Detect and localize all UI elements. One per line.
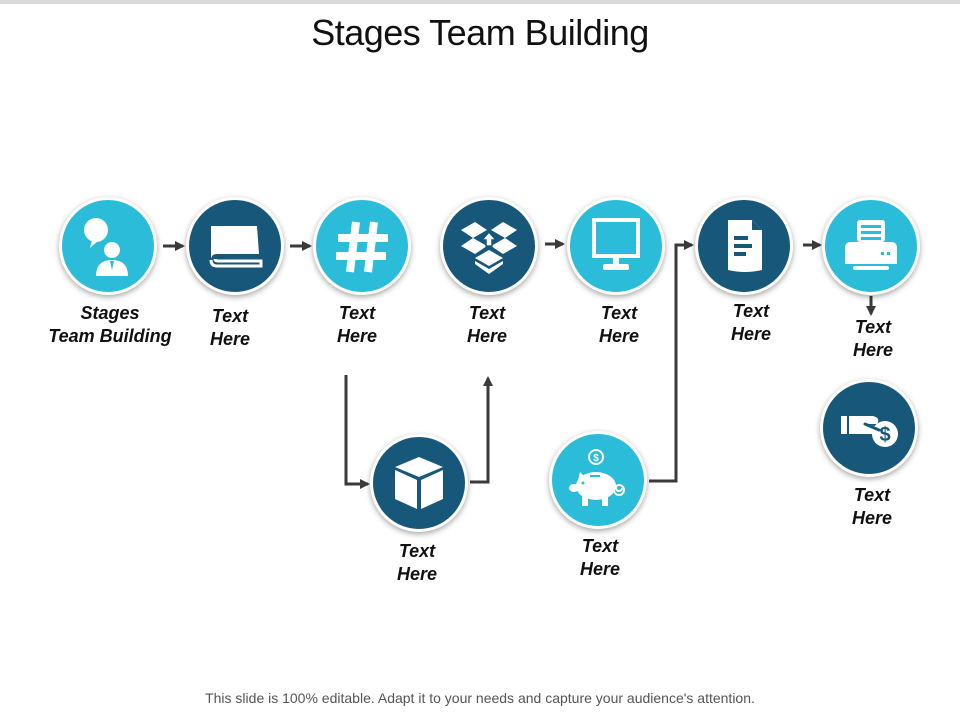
label-line: Text: [732, 301, 770, 321]
arrow-n9-n6: [649, 240, 694, 483]
stage-label-4: Text Here: [407, 302, 567, 348]
stage-label-5: Text Here: [539, 302, 699, 348]
label-line: Here: [396, 564, 438, 584]
label-line: Here: [466, 326, 508, 346]
stage-node-5[interactable]: [567, 197, 665, 295]
label-line: Text: [211, 306, 249, 326]
stage-label-7: Text Here: [793, 316, 953, 362]
label-line: Text: [853, 485, 891, 505]
stage-node-7[interactable]: [822, 197, 920, 295]
book-icon: [209, 226, 263, 268]
label-line: Here: [579, 559, 621, 579]
label-line: Team Building: [48, 326, 172, 346]
stage-label-6: Text Here: [671, 300, 831, 346]
stage-label-2: Text Here: [150, 305, 310, 351]
label-line: Stages: [80, 303, 140, 323]
stage-node-4[interactable]: [440, 197, 538, 295]
label-line: Here: [209, 329, 251, 349]
label-line: Here: [851, 508, 893, 528]
label-line: Here: [598, 326, 640, 346]
label-line: Here: [730, 324, 772, 344]
stage-node-9[interactable]: $: [549, 431, 647, 529]
svg-text:$: $: [593, 453, 599, 464]
stage-label-9: Text Here: [520, 535, 680, 581]
label-line: Here: [336, 326, 378, 346]
label-line: Text: [338, 303, 376, 323]
svg-text:$: $: [879, 424, 890, 446]
document-icon: [728, 220, 762, 272]
page-title: Stages Team Building: [311, 12, 649, 53]
stage-label-1: Stages Team Building: [30, 302, 190, 348]
stage-label-10: Text Here: [792, 484, 952, 530]
label-line: Text: [854, 317, 892, 337]
arrow-n8-n4: [470, 376, 493, 484]
hand-coin-icon: $: [841, 416, 898, 447]
stage-node-3[interactable]: [313, 197, 411, 295]
stage-node-6[interactable]: [695, 197, 793, 295]
stage-label-3: Text Here: [277, 302, 437, 348]
label-line: Text: [600, 303, 638, 323]
stage-node-8[interactable]: [370, 434, 468, 532]
cube-icon: [395, 457, 443, 509]
monitor-icon: [592, 218, 640, 270]
piggy-bank-icon: $: [569, 449, 625, 506]
label-line: Here: [852, 340, 894, 360]
top-border: [0, 0, 960, 4]
stage-node-2[interactable]: [186, 197, 284, 295]
stage-node-10[interactable]: $: [820, 379, 918, 477]
stage-node-1[interactable]: [59, 197, 157, 295]
stage-label-8: Text Here: [337, 540, 497, 586]
label-line: Text: [398, 541, 436, 561]
dropbox-upload-icon: [461, 222, 517, 274]
hashtag-icon: [336, 221, 388, 273]
label-line: Text: [581, 536, 619, 556]
footer-note: This slide is 100% editable. Adapt it to…: [205, 690, 755, 706]
label-line: Text: [468, 303, 506, 323]
arrow-n3-n8: [344, 375, 370, 489]
printer-icon: [845, 220, 897, 270]
person-speech-bubble-icon: [84, 218, 128, 276]
